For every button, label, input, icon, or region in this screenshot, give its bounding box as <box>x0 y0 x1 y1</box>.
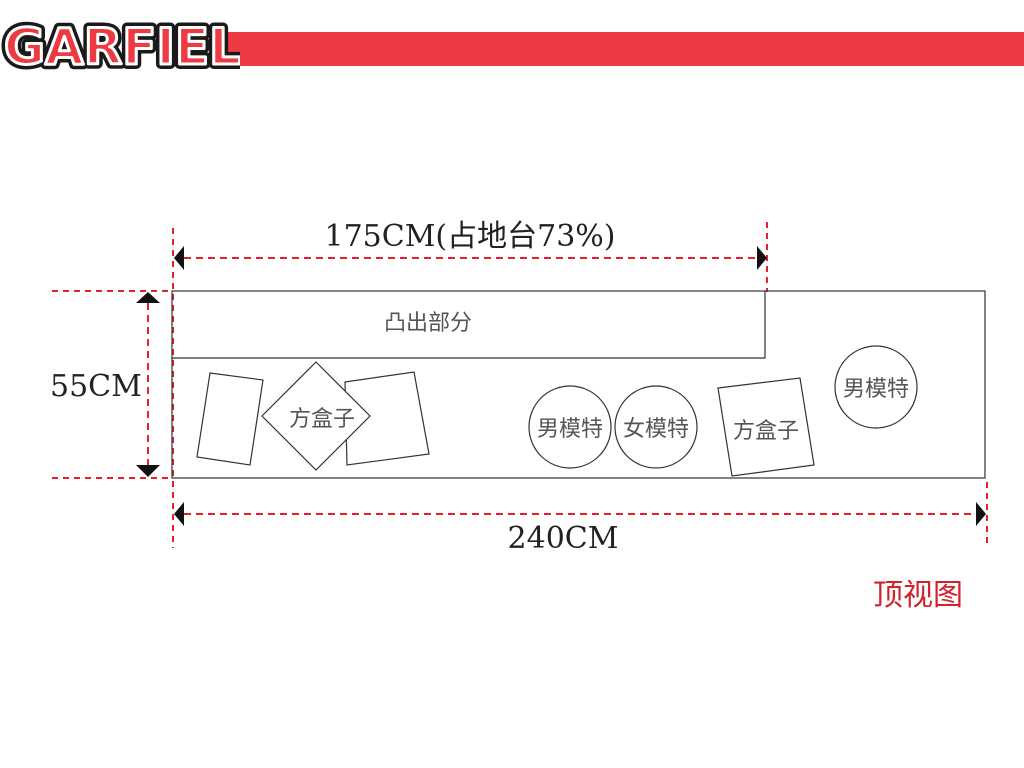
top-width-dimension: 175CM(占地台73%) <box>172 219 768 548</box>
depth-label: 55CM <box>50 369 142 404</box>
depth-bottom-arrow <box>136 465 160 477</box>
top-left-arrow <box>174 246 184 270</box>
tilted-box-left <box>196 372 264 466</box>
male-model-2-label: 男模特 <box>843 377 909 402</box>
box-right-label: 方盒子 <box>733 419 799 444</box>
total-width-dimension: 240CM <box>174 482 988 556</box>
box-group-left: 方盒子 <box>196 361 430 471</box>
protrusion-label: 凸出部分 <box>384 311 472 336</box>
female-model-circle <box>614 385 698 469</box>
male-model-2: 男模特 <box>834 345 918 429</box>
diamond-box <box>261 361 371 471</box>
male-model-1-label: 男模特 <box>537 417 603 442</box>
logo-text: GARFIELD <box>4 18 240 76</box>
male-model-2-circle <box>834 345 918 429</box>
depth-dimension: 55CM <box>50 290 172 479</box>
male-model-1-circle <box>528 385 612 469</box>
box-right-shape <box>717 377 815 477</box>
protrusion-outline <box>172 291 766 359</box>
depth-top-arrow <box>136 292 160 303</box>
bottom-right-arrow <box>976 502 986 526</box>
total-width-label: 240CM <box>508 521 619 556</box>
top-width-label: 175CM(占地台73%) <box>324 219 615 254</box>
logo-outline: GARFIELD <box>4 18 240 76</box>
female-model-label: 女模特 <box>623 417 689 442</box>
top-right-arrow <box>757 246 767 270</box>
box-right: 方盒子 <box>717 377 815 477</box>
box-left-label: 方盒子 <box>289 407 355 432</box>
garfield-logo: GARFIELD GARFIELD <box>0 18 240 78</box>
female-model: 女模特 <box>614 385 698 469</box>
bottom-left-arrow <box>174 502 184 526</box>
platform-outline <box>171 290 986 479</box>
header-bar <box>228 32 1024 66</box>
view-label: 顶视图 <box>873 578 963 613</box>
male-model-1: 男模特 <box>528 385 612 469</box>
